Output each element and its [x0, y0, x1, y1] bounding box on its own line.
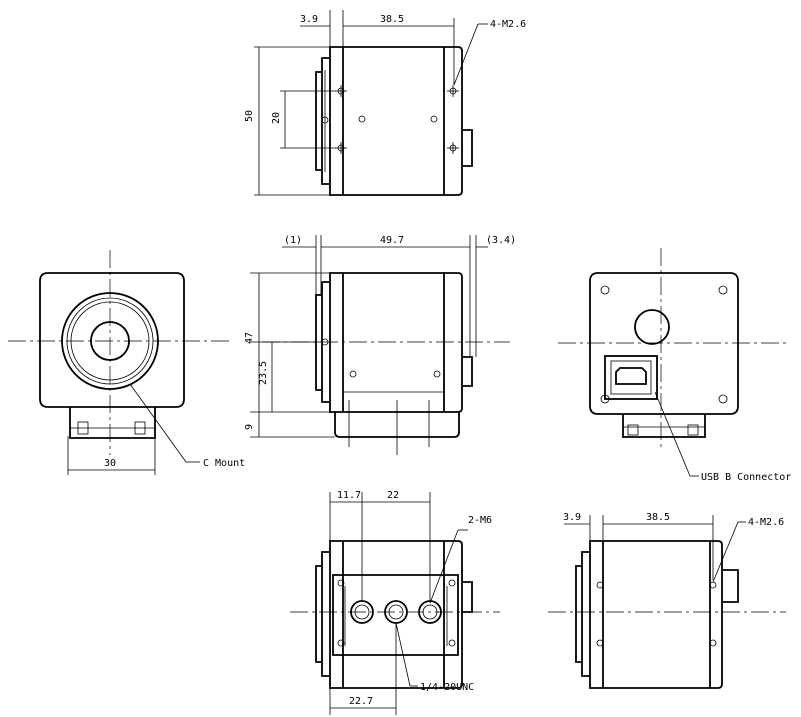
top2-screw-label: 4-M2.6: [748, 517, 784, 528]
front-view: 30 C Mount: [8, 250, 245, 475]
front-dim-width: 30: [104, 458, 116, 469]
top-view: 3.9 38.5 4-M2.6 50 20: [244, 10, 526, 196]
top2-dim-left: 3.9: [563, 512, 581, 523]
top-screw-label: 4-M2.6: [490, 19, 526, 30]
side-dim-height: 47: [244, 332, 255, 344]
top-dim-width: 38.5: [380, 14, 404, 25]
c-mount-label: C Mount: [203, 458, 245, 469]
side-dim-base: 9: [244, 424, 255, 430]
bottom-dim-spacing: 22: [387, 490, 399, 501]
usb-connector-label: USB B Connector: [701, 472, 791, 483]
bottom-dim-tripod: 22.7: [349, 696, 373, 707]
side-dim-flange: (1): [284, 235, 302, 246]
side-dim-connector: (3.4): [486, 235, 516, 246]
rear-view: USB B Connector: [558, 248, 791, 483]
top-dim-pitch: 20: [271, 112, 282, 124]
tripod-thread-label: 1/4-20UNC: [420, 682, 474, 693]
side-dim-length: 49.7: [380, 235, 404, 246]
m6-hole-label: 2-M6: [468, 515, 492, 526]
bottom-view: 11.7 22 2-M6 22.7 1/4-20UNC: [290, 490, 500, 715]
side-view: (1) 49.7 (3.4) 47 23.5 9: [244, 235, 516, 455]
top2-dim-width: 38.5: [646, 512, 670, 523]
bottom-dim-offset: 11.7: [337, 490, 361, 501]
top-dim-height: 50: [244, 110, 255, 122]
top-view-alt: 3.9 38.5 4-M2.6: [548, 512, 786, 689]
side-dim-center: 23.5: [258, 361, 269, 385]
top-dim-left: 3.9: [300, 14, 318, 25]
